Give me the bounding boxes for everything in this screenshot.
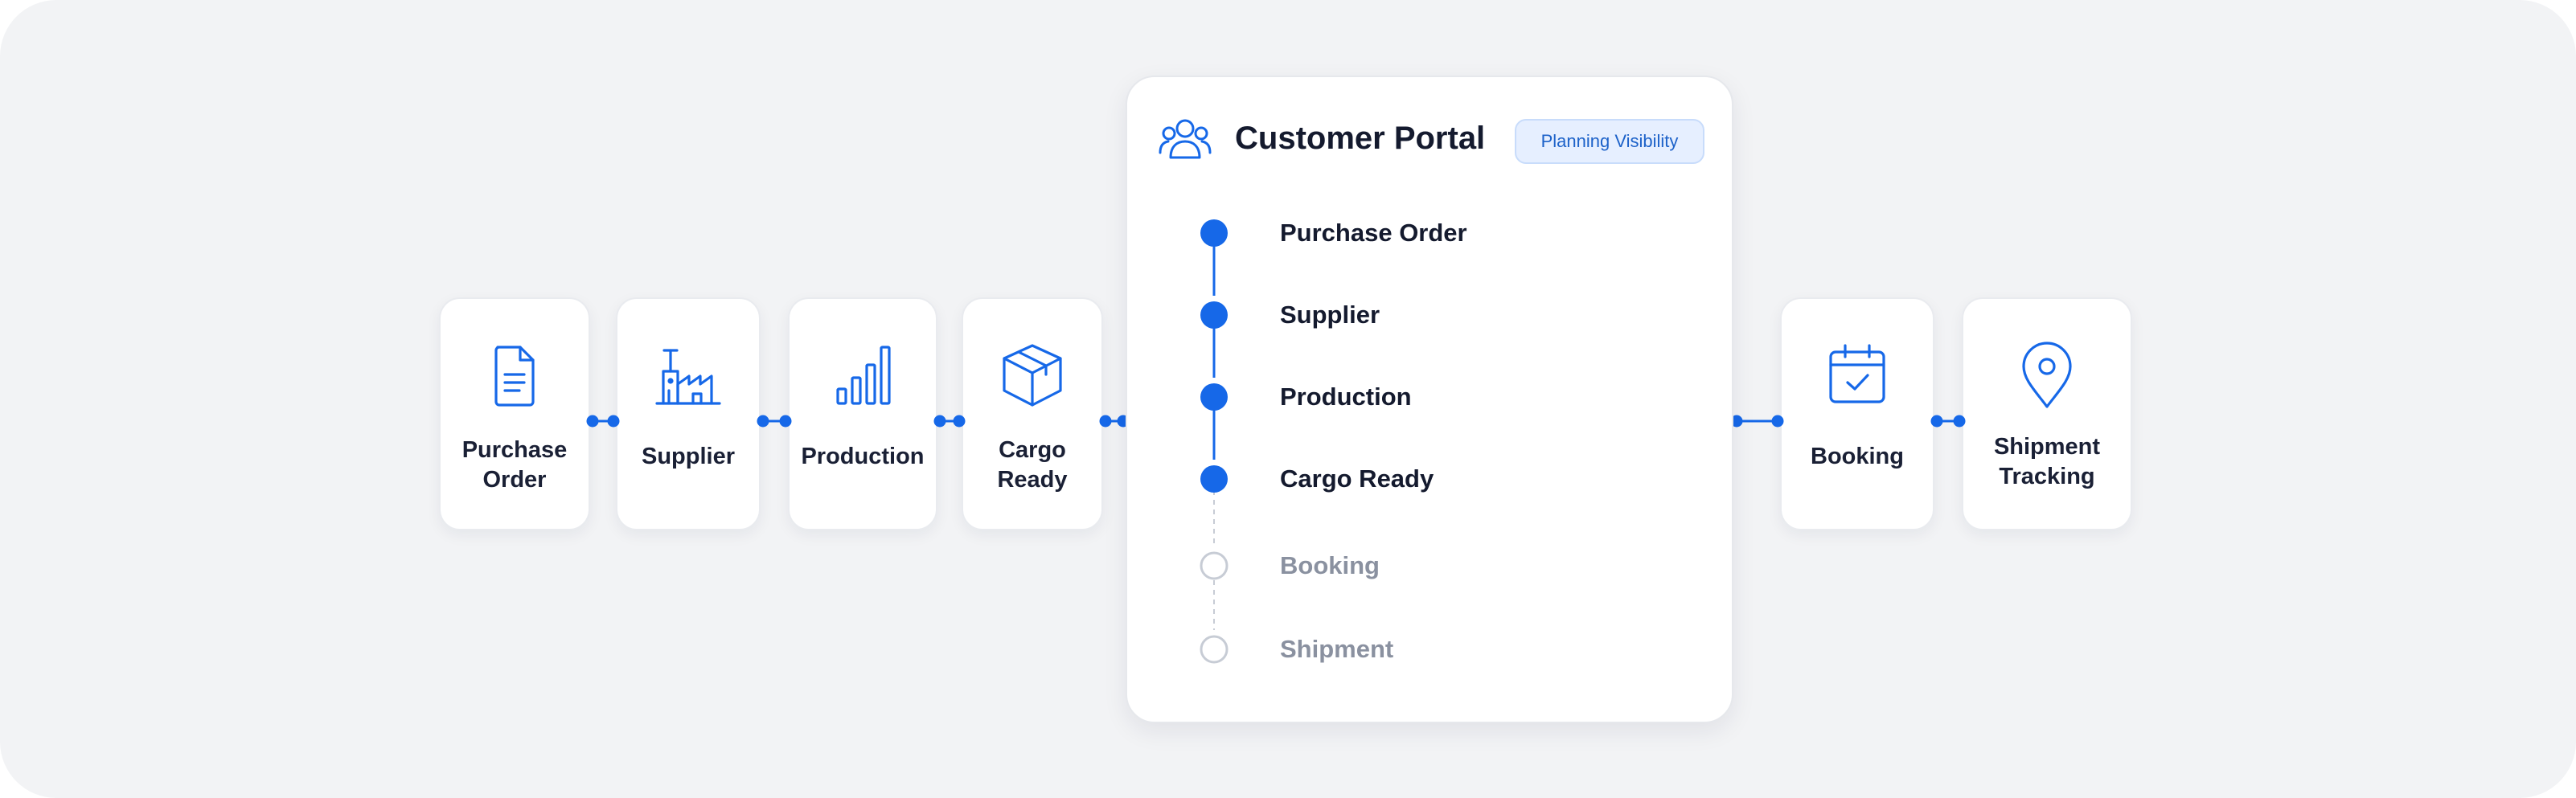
- step-label: Purchase Order: [461, 437, 568, 493]
- milestone-label: Supplier: [1280, 301, 1380, 329]
- milestone-done-dot: [1200, 219, 1228, 247]
- step-card-shipment-tracking[interactable]: Shipment Tracking: [1962, 297, 2132, 530]
- customer-portal-panel: Customer Portal Planning Visibility Purc…: [1126, 76, 1733, 723]
- step-card-booking[interactable]: Booking: [1780, 297, 1934, 530]
- step-label: Production: [801, 444, 925, 469]
- factory-icon: [652, 339, 724, 411]
- step-card-supplier[interactable]: Supplier: [616, 297, 761, 530]
- users-icon: [1158, 113, 1212, 167]
- step-card-cargo-ready[interactable]: Cargo Ready: [962, 297, 1103, 530]
- location-pin-icon: [2011, 339, 2083, 411]
- milestone-label: Production: [1280, 383, 1412, 411]
- milestone-pending-dot: [1200, 635, 1229, 664]
- step-label: Cargo Ready: [997, 437, 1068, 493]
- step-label: Supplier: [641, 444, 735, 469]
- step-card-production[interactable]: Production: [788, 297, 937, 530]
- portal-title: Customer Portal: [1235, 121, 1486, 156]
- planning-visibility-badge[interactable]: Planning Visibility: [1515, 119, 1704, 164]
- milestone-label: Cargo Ready: [1280, 464, 1434, 493]
- bar-chart-icon: [827, 339, 899, 411]
- step-label: Booking: [1811, 444, 1904, 469]
- milestone-label: Booking: [1280, 551, 1380, 579]
- step-label: Shipment Tracking: [1993, 434, 2101, 489]
- milestone-done-dot: [1200, 383, 1228, 411]
- box-icon: [996, 339, 1069, 411]
- milestone-label: Purchase Order: [1280, 219, 1467, 247]
- milestone-done-dot: [1200, 465, 1228, 493]
- milestone-pending-dot: [1200, 551, 1229, 580]
- milestone-label: Shipment: [1280, 635, 1394, 663]
- step-card-purchase-order[interactable]: Purchase Order: [439, 297, 590, 530]
- milestone-timeline: [1200, 219, 1229, 664]
- milestone-done-dot: [1200, 301, 1228, 329]
- calendar-check-icon: [1821, 339, 1893, 411]
- document-icon: [478, 339, 551, 411]
